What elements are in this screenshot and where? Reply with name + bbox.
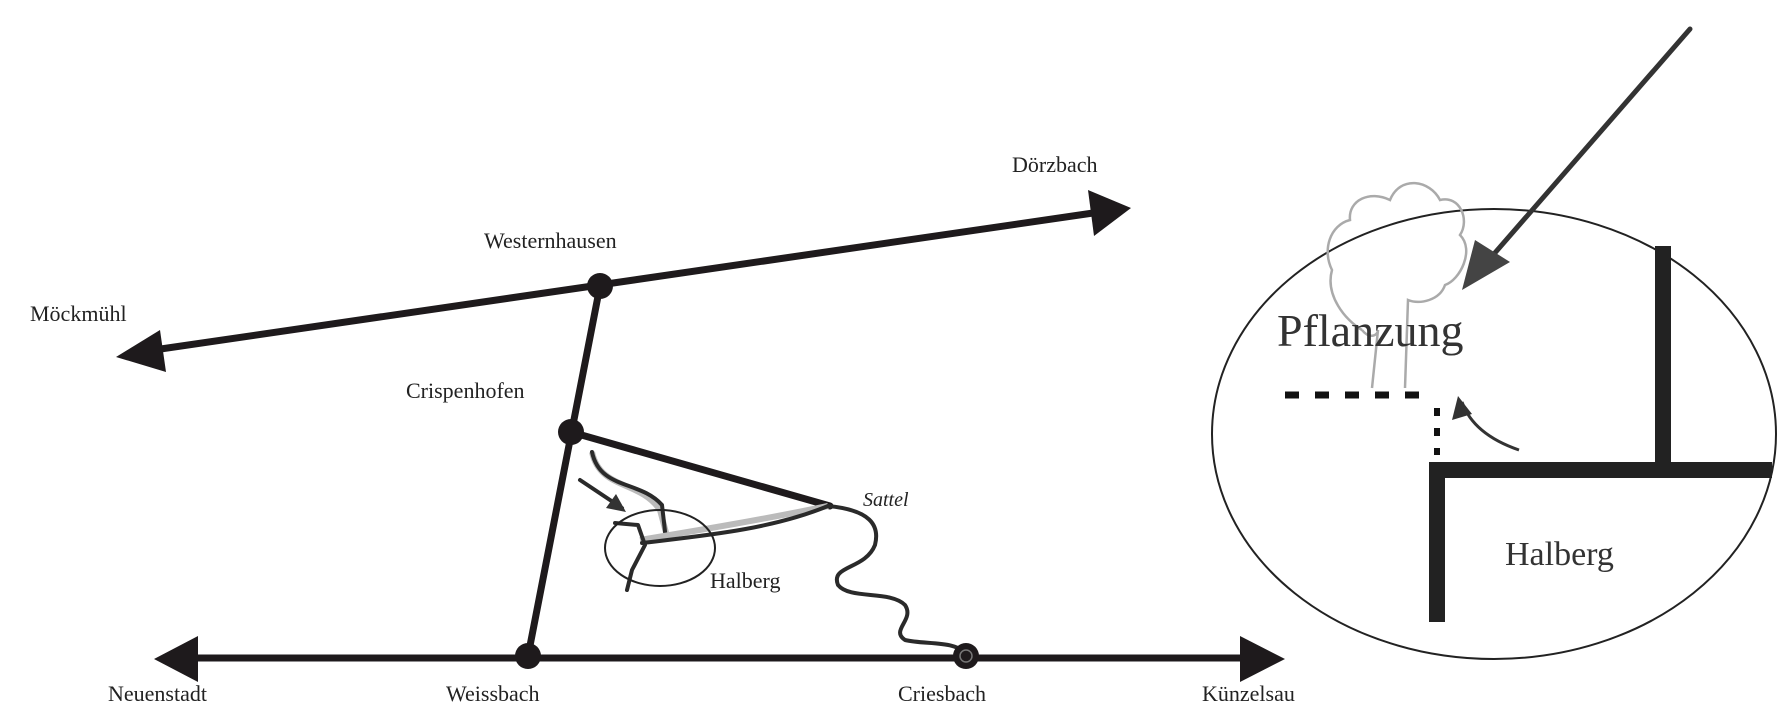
label-sattel: Sattel	[863, 489, 909, 511]
path-halberg-sattel	[639, 503, 829, 543]
label-neuenstadt: Neuenstadt	[108, 681, 207, 706]
arrow-head-moeckmuehl	[116, 330, 166, 372]
path-halberg-spur	[613, 521, 647, 592]
node-westernhausen	[587, 273, 613, 299]
entry-arrow	[1460, 401, 1520, 452]
label-criesbach: Criesbach	[898, 681, 986, 706]
label-halberg: Halberg	[710, 568, 780, 593]
label-pflanzung: Pflanzung	[1277, 305, 1464, 356]
node-criesbach	[953, 643, 979, 669]
label-westernhausen: Westernhausen	[484, 228, 617, 253]
label-doerzbach: Dörzbach	[1012, 152, 1098, 177]
label-weissbach: Weissbach	[446, 681, 540, 706]
path-crispenhofen-halberg	[590, 450, 668, 542]
road-moeckmuehl-doerzbach	[136, 208, 1104, 356]
pointer-arrow	[1477, 26, 1693, 273]
road-westernhausen-weissbach	[524, 282, 604, 660]
wall-vertical-left	[1429, 462, 1445, 622]
arrow-head-halberg	[606, 494, 626, 512]
tree-icon	[1326, 181, 1468, 389]
wall-horizontal	[1429, 462, 1772, 478]
halberg-circle	[604, 509, 716, 587]
arrow-head-neuenstadt	[154, 636, 198, 682]
label-crispenhofen: Crispenhofen	[406, 378, 525, 403]
road-crispenhofen-sattel	[567, 428, 834, 510]
arrow-head-doerzbach	[1088, 190, 1131, 236]
path-halberg-sattel	[640, 504, 830, 545]
label-halberg-detail: Halberg	[1505, 536, 1614, 573]
detail-circle	[1211, 208, 1777, 660]
arrow-head-kuenzelsau	[1240, 636, 1285, 682]
node-crispenhofen	[558, 419, 584, 445]
node-weissbach	[515, 643, 541, 669]
detail-inset: Pflanzung Halberg	[1211, 26, 1777, 660]
wall-vertical-right	[1655, 246, 1671, 468]
path-sattel-criesbach	[826, 504, 968, 658]
pointer-arrow-head	[1462, 240, 1510, 290]
entry-arrow-head	[1452, 396, 1472, 420]
label-kuenzelsau: Künzelsau	[1202, 681, 1295, 706]
label-moeckmuehl: Möckmühl	[30, 301, 127, 326]
